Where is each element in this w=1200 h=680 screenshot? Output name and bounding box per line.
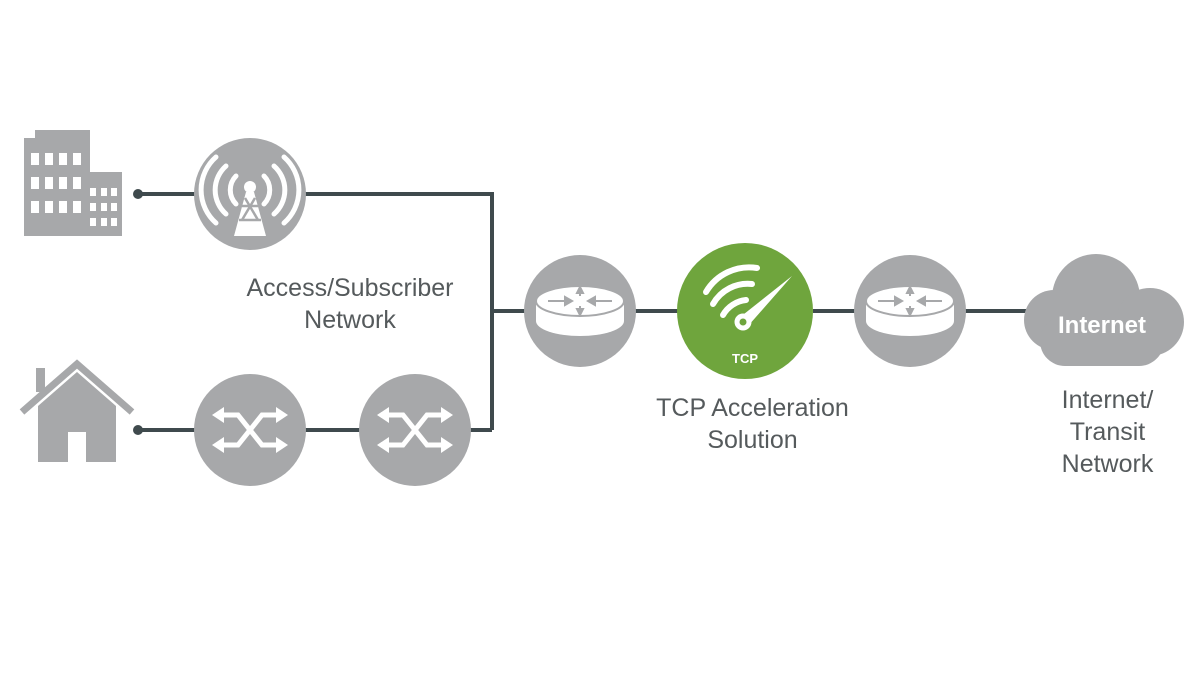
router-node-right[interactable] (854, 255, 966, 367)
router-icon (865, 285, 955, 337)
link-tower-aggregation (305, 192, 494, 430)
radio-tower-node[interactable] (194, 138, 306, 250)
tcp-badge: TCP (732, 351, 758, 366)
access-network-label-line-2: Network (304, 306, 396, 334)
endpoint-dot-building (133, 189, 143, 199)
access-network-label: Access/Subscriber Network (200, 272, 500, 336)
access-network-label-line-1: Access/Subscriber (246, 274, 454, 302)
speedometer-icon (703, 264, 792, 331)
router-node-left[interactable] (524, 255, 636, 367)
internet-network-label-line-3: Network (1061, 450, 1154, 478)
internet-cloud-node[interactable]: Internet (1024, 254, 1184, 366)
internet-network-label-line-2: Transit (1069, 418, 1146, 446)
cloud-label: Internet (1058, 312, 1146, 339)
cloud-icon (1024, 254, 1184, 366)
tcp-solution-label: TCP Acceleration Solution (600, 392, 905, 456)
connector-lines (138, 192, 1030, 432)
switch-node-2[interactable] (359, 374, 471, 486)
house-icon (19, 359, 135, 462)
radio-tower-icon (198, 154, 302, 236)
internet-network-label: Internet/ Transit Network (1020, 384, 1195, 480)
tcp-acceleration-node[interactable]: TCP (677, 243, 813, 379)
internet-network-label-line-1: Internet/ (1061, 386, 1154, 414)
switch-node-1[interactable] (194, 374, 306, 486)
tcp-solution-label-line-1: TCP Acceleration (656, 394, 849, 422)
office-building-icon (24, 130, 122, 236)
endpoint-dot-house (133, 425, 143, 435)
tcp-solution-label-line-2: Solution (707, 426, 798, 454)
router-icon (535, 285, 625, 337)
